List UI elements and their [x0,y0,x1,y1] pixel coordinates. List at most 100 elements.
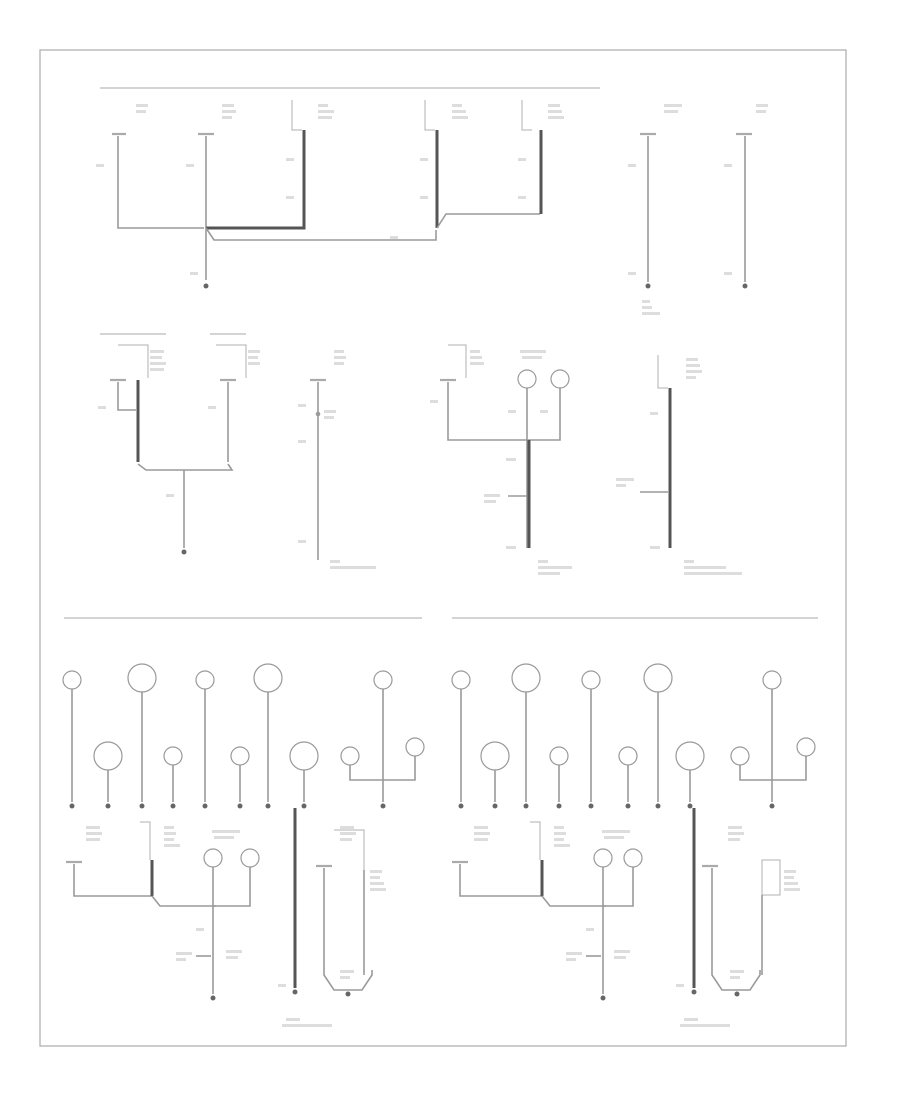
ground-wire [117,382,136,411]
ground-point-icon [203,283,209,289]
ground-wire [541,895,606,907]
diagram-frame [39,49,847,1047]
lamp-icon [581,670,601,690]
lamp-icon [163,746,183,766]
lamp-icon [730,746,750,766]
ground-wire [213,867,251,907]
ground-point-icon [523,803,529,809]
connector-box [140,821,151,860]
ground-point-icon [588,803,594,809]
ground-point-icon [210,995,216,1001]
group-middle-center-right [430,344,572,575]
ground-point-icon [769,803,775,809]
lamp-icon [203,848,223,868]
lamp-icon [517,369,537,389]
lamp-icon [230,746,250,766]
lamp-icon [93,741,123,771]
ground-wire [349,765,383,781]
lamp-icon [405,737,425,757]
ground-point-icon [345,991,351,997]
ground-point-icon [655,803,661,809]
lamp-icon [62,670,82,690]
ground-point-icon [691,989,697,995]
group-middle-right [616,355,742,575]
ground-point-icon [292,989,298,995]
group-bottom-left-lower [66,808,386,1027]
ground-point-icon [645,283,651,289]
ground-point-icon [625,803,631,809]
ground-point-icon [492,803,498,809]
group-bottom-right-lamps [451,663,816,809]
ground-point-icon [458,803,464,809]
lamp-icon [451,670,471,690]
ground-wire [117,136,204,229]
lamp-icon [618,746,638,766]
ground-wire [447,382,530,441]
lamp-icon [253,663,283,693]
ground-point-icon [237,803,243,809]
splice-point [315,411,321,417]
ground-point-icon [687,803,693,809]
lamp-icon [289,741,319,771]
lamp-icon [127,663,157,693]
connector-box [530,821,541,860]
ground-point-icon [380,803,386,809]
connector-box [291,100,302,131]
connector-box [216,344,247,378]
connector-box [448,344,467,378]
lamp-icon [623,848,643,868]
lamp-icon [195,670,215,690]
lamp-icon [373,670,393,690]
connector-box [424,100,435,131]
ground-wire-harness [206,130,306,230]
ground-point-icon [105,803,111,809]
group-bottom-right-lower [452,808,800,1027]
group-middle-left [98,333,260,555]
connector-box [521,100,532,131]
ground-wire [436,213,540,229]
lamp-icon [762,670,782,690]
ground-wire [603,867,634,907]
lamp-icon [675,741,705,771]
ground-point-icon [69,803,75,809]
ground-wire [530,388,561,441]
lamp-icon [796,737,816,757]
lamp-icon [511,663,541,693]
group-middle-center-left [298,350,376,569]
ground-point-icon [301,803,307,809]
ground-point-icon [556,803,562,809]
ground-wire [711,868,761,991]
lamp-icon [593,848,613,868]
ground-wire [739,765,772,781]
lamp-icon [240,848,260,868]
lamp-icon [340,746,360,766]
ground-wire [383,756,416,781]
lamp-icon [549,746,569,766]
connector-box [761,859,781,896]
ground-wire [137,463,234,471]
ground-wire [772,756,807,781]
ground-point-icon [265,803,271,809]
ground-wire [205,227,437,241]
connector-box [118,344,149,378]
ground-point-icon [734,991,740,997]
group-top-right [628,104,768,315]
ground-point-icon [742,283,748,289]
ground-point-icon [181,549,187,555]
lamp-icon [480,741,510,771]
ground-point-icon [170,803,176,809]
ground-point-icon [202,803,208,809]
ground-wire [151,895,216,907]
group-top-left [96,100,564,289]
lamp-icon [643,663,673,693]
connector-box [334,829,365,870]
connector-box [657,355,668,389]
group-bottom-left-lamps [62,663,425,809]
ground-wire [73,864,152,897]
lamp-icon [550,369,570,389]
ground-wire [459,864,542,897]
ground-point-icon [600,995,606,1001]
ground-point-icon [139,803,145,809]
ground-wire [323,868,373,991]
